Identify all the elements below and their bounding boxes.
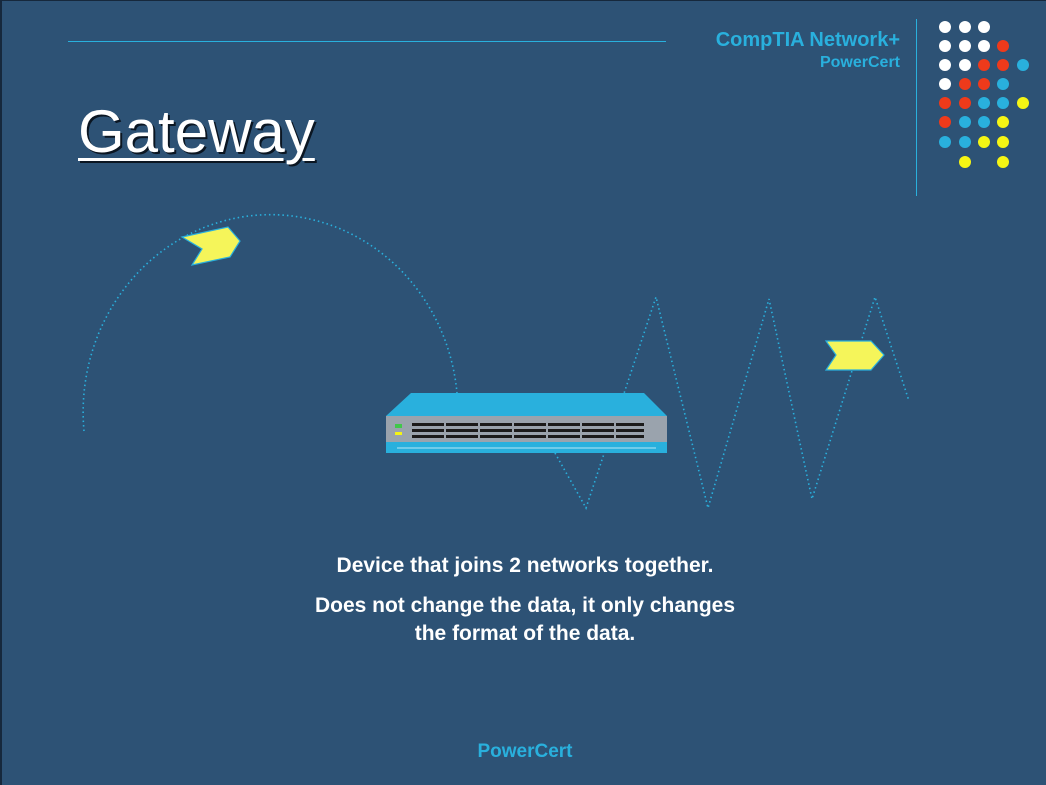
- data-packet-arrow-icon-left: [180, 226, 241, 266]
- network-arc-path: [82, 213, 458, 432]
- decorative-dot-grid-icon: [939, 21, 1029, 168]
- vertical-rule-divider: [916, 19, 917, 196]
- description-line-2: Does not change the data, it only change…: [2, 592, 1046, 648]
- slide-title: Gateway: [78, 98, 315, 165]
- description-line-2b: the format of the data.: [414, 622, 636, 645]
- footer-brand: PowerCert: [477, 741, 573, 762]
- data-packet-arrow-icon-right: [824, 340, 885, 371]
- description-line-2a: Does not change the data, it only change…: [314, 594, 736, 617]
- network-zigzag-path: [554, 294, 910, 512]
- brand-subtitle: PowerCert: [819, 54, 900, 71]
- top-rule-divider: [68, 41, 666, 42]
- description-line-1: Device that joins 2 networks together.: [336, 554, 714, 577]
- brand-title: CompTIA Network+: [715, 29, 900, 51]
- gateway-device-icon: [386, 393, 667, 453]
